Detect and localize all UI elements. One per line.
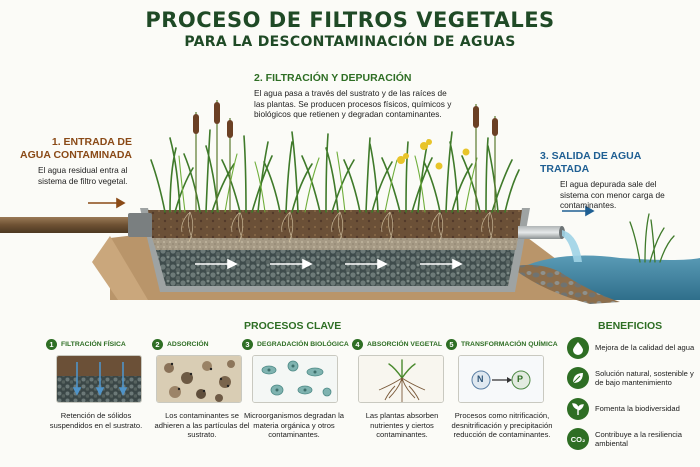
process-desc: Los contaminantes se adhieren a las part… [154,411,250,440]
process-name: ABSORCIÓN VEGETAL [367,340,443,348]
plant-roots [181,211,494,243]
step-filtration: 2. FILTRACIÓN Y DEPURACIÓN El agua pasa … [254,72,454,120]
inlet-arrow [88,197,126,209]
plant-icon [567,398,589,420]
benefit-text: Contribuye a la resiliencia ambiental [595,429,682,448]
process-adsorption: 2 ADSORCIÓN Los contaminantes se adhiere… [152,337,252,440]
pond-water [520,255,700,300]
page-subtitle: PARA LA DESCONTAMINACIÓN DE AGUAS [184,34,516,50]
process-biological-degradation: 3 DEGRADACIÓN BIOLÓGICA Microorganismos … [242,337,349,440]
step-filtration-desc: El agua pasa a través del sustrato y de … [254,88,452,119]
benefit-text: Fomenta la biodiversidad [595,404,680,414]
nitrogen-badge: N [477,374,484,384]
process-number: 2 [152,338,163,350]
benefit-biodiversity: Fomenta la biodiversidad [567,398,697,420]
process-number: 3 [242,338,253,350]
outlet-pipe [518,226,562,239]
adsorption-image [156,355,242,403]
ground-left-slope [92,236,148,300]
benefit-text: Solución natural, sostenible y de bajo m… [595,368,694,387]
inlet-pipe-collar [128,213,152,237]
phosphorus-badge: P [517,374,524,384]
chemical-image: N P [458,355,544,403]
inlet-pipe [0,217,150,233]
reed-plants-light [178,151,478,213]
pond-plants [629,213,675,263]
sand-layer [152,238,518,250]
pond-rocks [515,264,620,304]
benefit-resilience: CO₂ Contribuye a la resiliencia ambienta… [567,428,697,450]
process-name: TRANSFORMACIÓN QUÍMICA [461,340,558,348]
process-desc: Procesos como nitrificación, desnitrific… [451,411,553,440]
iris-flowers [397,139,470,170]
step-outlet: 3. SALIDA DE AGUA TRATADA El agua depura… [540,150,690,211]
leaf-icon [567,367,589,389]
process-desc: Microorganismos degradan la materia orgá… [243,411,345,440]
process-name: ADSORCIÓN [167,340,209,348]
process-name: DEGRADACIÓN BIOLÓGICA [257,340,349,348]
step-outlet-desc: El agua depurada sale del sistema con me… [560,179,665,210]
process-number: 4 [352,338,363,350]
plant-roots-image [358,355,444,403]
header: PROCESO DE FILTROS VEGETALES PARA LA DES… [0,8,700,51]
filtration-image [56,355,142,403]
benefit-text: Mejora de la calidad del agua [595,343,695,353]
procesos-title: PROCESOS CLAVE [244,320,342,332]
step-inlet: 1. ENTRADA DE AGUA CONTAMINADA El agua r… [12,136,132,186]
benefit-water-quality: Mejora de la calidad del agua [567,337,697,359]
process-physical-filtration: 1 FILTRACIÓN FÍSICA Retención de sólidos… [46,337,146,430]
process-plant-absorption: 4 ABSORCIÓN VEGETAL Las plantas absorben… [352,337,452,440]
step-inlet-title-line1: 1. ENTRADA DE [51,136,132,148]
process-name: FILTRACIÓN FÍSICA [61,340,126,348]
reed-plants [150,129,520,213]
soil-layer [148,210,522,238]
outlet-arrow [562,205,595,217]
step-inlet-desc: El agua residual entra al sistema de fil… [38,165,128,186]
water-drop-icon [567,337,589,359]
process-desc: Las plantas absorben nutrientes y cierto… [365,411,439,440]
process-number: 1 [46,338,57,350]
co2-icon: CO₂ [567,428,589,450]
step-inlet-title-line2: AGUA CONTAMINADA [20,149,132,161]
process-chemical-transformation: 5 TRANSFORMACIÓN QUÍMICA N P Procesos co… [446,337,558,440]
process-number: 5 [446,338,457,350]
beneficios-title: BENEFICIOS [598,320,663,332]
process-desc: Retención de sólidos suspendidos en el s… [49,411,143,430]
step-outlet-title: 3. SALIDA DE AGUA TRATADA [540,150,641,175]
co2-icon-label: CO₂ [570,434,586,444]
cattails [193,100,498,212]
benefit-sustainable: Solución natural, sostenible y de bajo m… [567,367,697,389]
step-filtration-title: 2. FILTRACIÓN Y DEPURACIÓN [254,72,412,84]
microorganisms-image [252,355,338,403]
gravel-layer [156,250,515,286]
page-title: PROCESO DE FILTROS VEGETALES [145,8,555,32]
outlet-water-stream [562,230,582,262]
flow-arrows [195,258,463,270]
